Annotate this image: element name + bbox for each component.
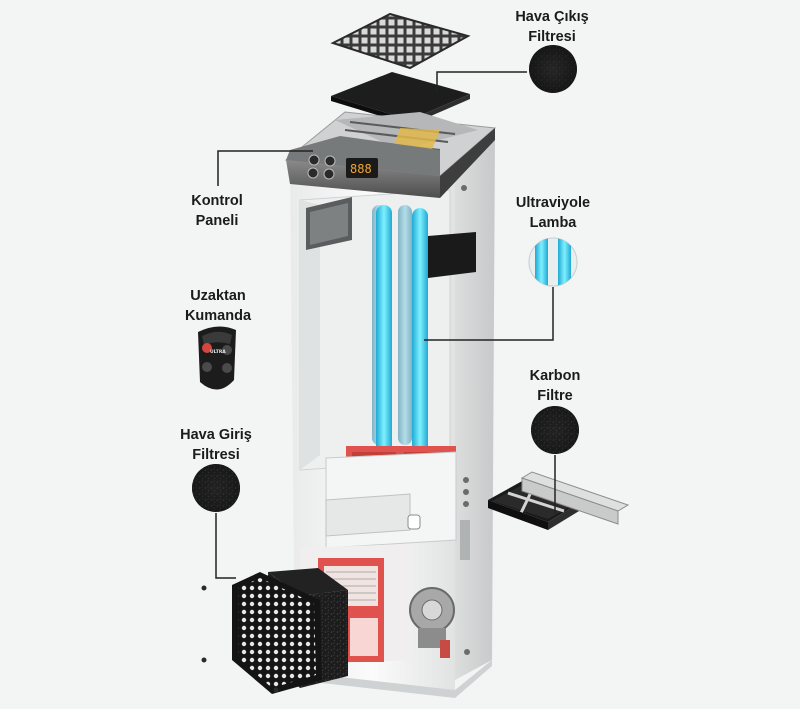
intake-filter-label-line1: Hava Giriş — [162, 425, 270, 445]
svg-text:888: 888 — [350, 162, 372, 176]
uv-lamp-label-line2: Lamba — [498, 213, 608, 233]
control-panel-label-line2: Paneli — [172, 211, 262, 231]
uv-lamp-detail — [529, 238, 577, 286]
uv-lamp-label-line1: Ultraviyole — [498, 193, 608, 213]
carbon-filter-detail — [531, 406, 579, 454]
remote-label-line2: Kumanda — [168, 306, 268, 326]
remote-label: Uzaktan Kumanda — [168, 286, 268, 326]
remote-brand-text: ULTRA — [210, 349, 226, 355]
intake-filter-detail — [192, 464, 240, 512]
intake-filter-label: Hava Giriş Filtresi — [162, 425, 270, 465]
remote-control: ULTRA — [198, 326, 236, 389]
control-panel-label: Kontrol Paneli — [172, 191, 262, 231]
remote-label-line1: Uzaktan — [168, 286, 268, 306]
uv-lamp-label: Ultraviyole Lamba — [498, 193, 608, 233]
intake-filter-label-line2: Filtresi — [162, 445, 270, 465]
carbon-filter-label-line2: Filtre — [505, 386, 605, 406]
control-panel-label-line1: Kontrol — [172, 191, 262, 211]
outlet-grille — [333, 14, 468, 68]
carbon-filter-label-line1: Karbon — [505, 366, 605, 386]
intake-leader — [216, 513, 236, 578]
outlet-filter-label-line1: Hava Çıkış — [494, 7, 610, 27]
outlet-filter-label: Hava Çıkış Filtresi — [494, 7, 610, 47]
outlet-filter-label-line2: Filtresi — [494, 27, 610, 47]
outlet-leader — [437, 72, 527, 91]
carbon-filter-label: Karbon Filtre — [505, 366, 605, 406]
outlet-filter-detail — [529, 45, 577, 93]
